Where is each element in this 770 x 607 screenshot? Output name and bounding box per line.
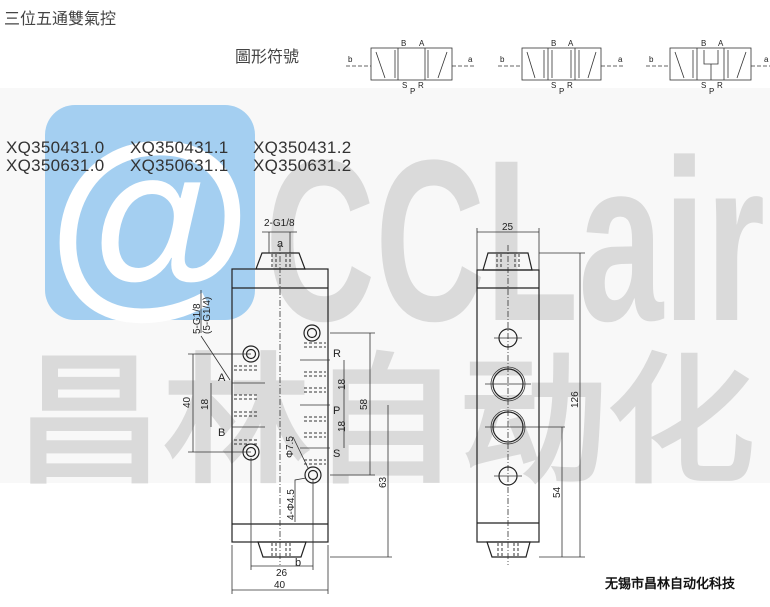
svg-text:40: 40 [274,580,286,591]
svg-text:2-G1/8: 2-G1/8 [264,218,295,229]
svg-text:4-Φ4.5: 4-Φ4.5 [286,489,297,520]
svg-text:A: A [419,39,425,48]
svg-text:126: 126 [570,391,581,408]
svg-text:S: S [402,81,407,90]
front-view: A B R P S a b 2-G1/8 40 18 18 18 58 63 2… [182,218,392,594]
svg-text:A: A [568,39,574,48]
model-number: XQ350631.2 [253,156,351,175]
svg-text:18: 18 [337,420,348,432]
svg-text:18: 18 [200,398,211,410]
watermark-logo-icon [45,105,255,320]
valve-symbol-2: b a B A SPR [498,39,625,96]
svg-text:25: 25 [502,222,514,233]
side-view: 25 126 54 [476,222,585,565]
svg-text:54: 54 [552,486,563,498]
svg-text:R: R [717,81,723,90]
svg-text:63: 63 [378,476,389,488]
svg-text:a: a [764,55,769,64]
svg-text:26: 26 [276,568,288,579]
svg-text:18: 18 [337,378,348,390]
svg-text:P: P [410,87,415,96]
watermark: @ CCLair 昌林自动化 [0,88,770,504]
model-number: XQ350431.1 [130,138,228,157]
svg-text:R: R [567,81,573,90]
watermark-chinese: 昌林自动化 [15,341,755,504]
svg-text:P: P [333,405,340,417]
svg-text:b: b [500,55,505,64]
model-number: XQ350431.0 [6,138,104,157]
svg-text:P: P [559,87,564,96]
svg-text:R: R [333,348,341,360]
svg-text:b: b [348,55,353,64]
svg-text:B: B [218,427,225,439]
svg-text:@: @ [48,100,253,335]
model-number: XQ350431.2 [253,138,351,157]
svg-text:a: a [277,238,284,250]
svg-text:b: b [295,557,301,569]
model-list: XQ350431.0 XQ350431.1 XQ350431.2 XQ35063… [6,138,351,175]
svg-text:B: B [551,39,556,48]
svg-text:58: 58 [359,398,370,410]
model-number: XQ350631.1 [130,156,228,175]
svg-text:Φ7.5: Φ7.5 [285,436,296,458]
svg-text:S: S [333,448,340,460]
svg-text:b: b [649,55,654,64]
svg-text:B: B [401,39,406,48]
valve-symbol-3: b a B A SPR [646,39,770,96]
model-number: XQ350631.0 [6,156,104,175]
watermark-brand: CCLair [265,112,765,369]
svg-text:A: A [218,372,226,384]
valve-symbol-1: b a B A SPR [346,39,476,96]
page-title: 三位五通雙氣控 [4,9,116,28]
svg-text:A: A [718,39,724,48]
svg-text:P: P [709,87,714,96]
company-name: 无锡市昌林自动化科技 [604,576,736,592]
svg-text:S: S [701,81,706,90]
svg-text:a: a [468,55,473,64]
svg-text:B: B [701,39,706,48]
svg-text:(5-G1/4): (5-G1/4) [202,297,213,334]
svg-text:a: a [618,55,623,64]
svg-text:5-G1/8: 5-G1/8 [192,303,203,334]
svg-text:40: 40 [182,396,193,408]
svg-text:R: R [418,81,424,90]
mount-hole [303,324,321,342]
svg-text:S: S [551,81,556,90]
symbol-heading: 圖形符號 [235,47,299,66]
